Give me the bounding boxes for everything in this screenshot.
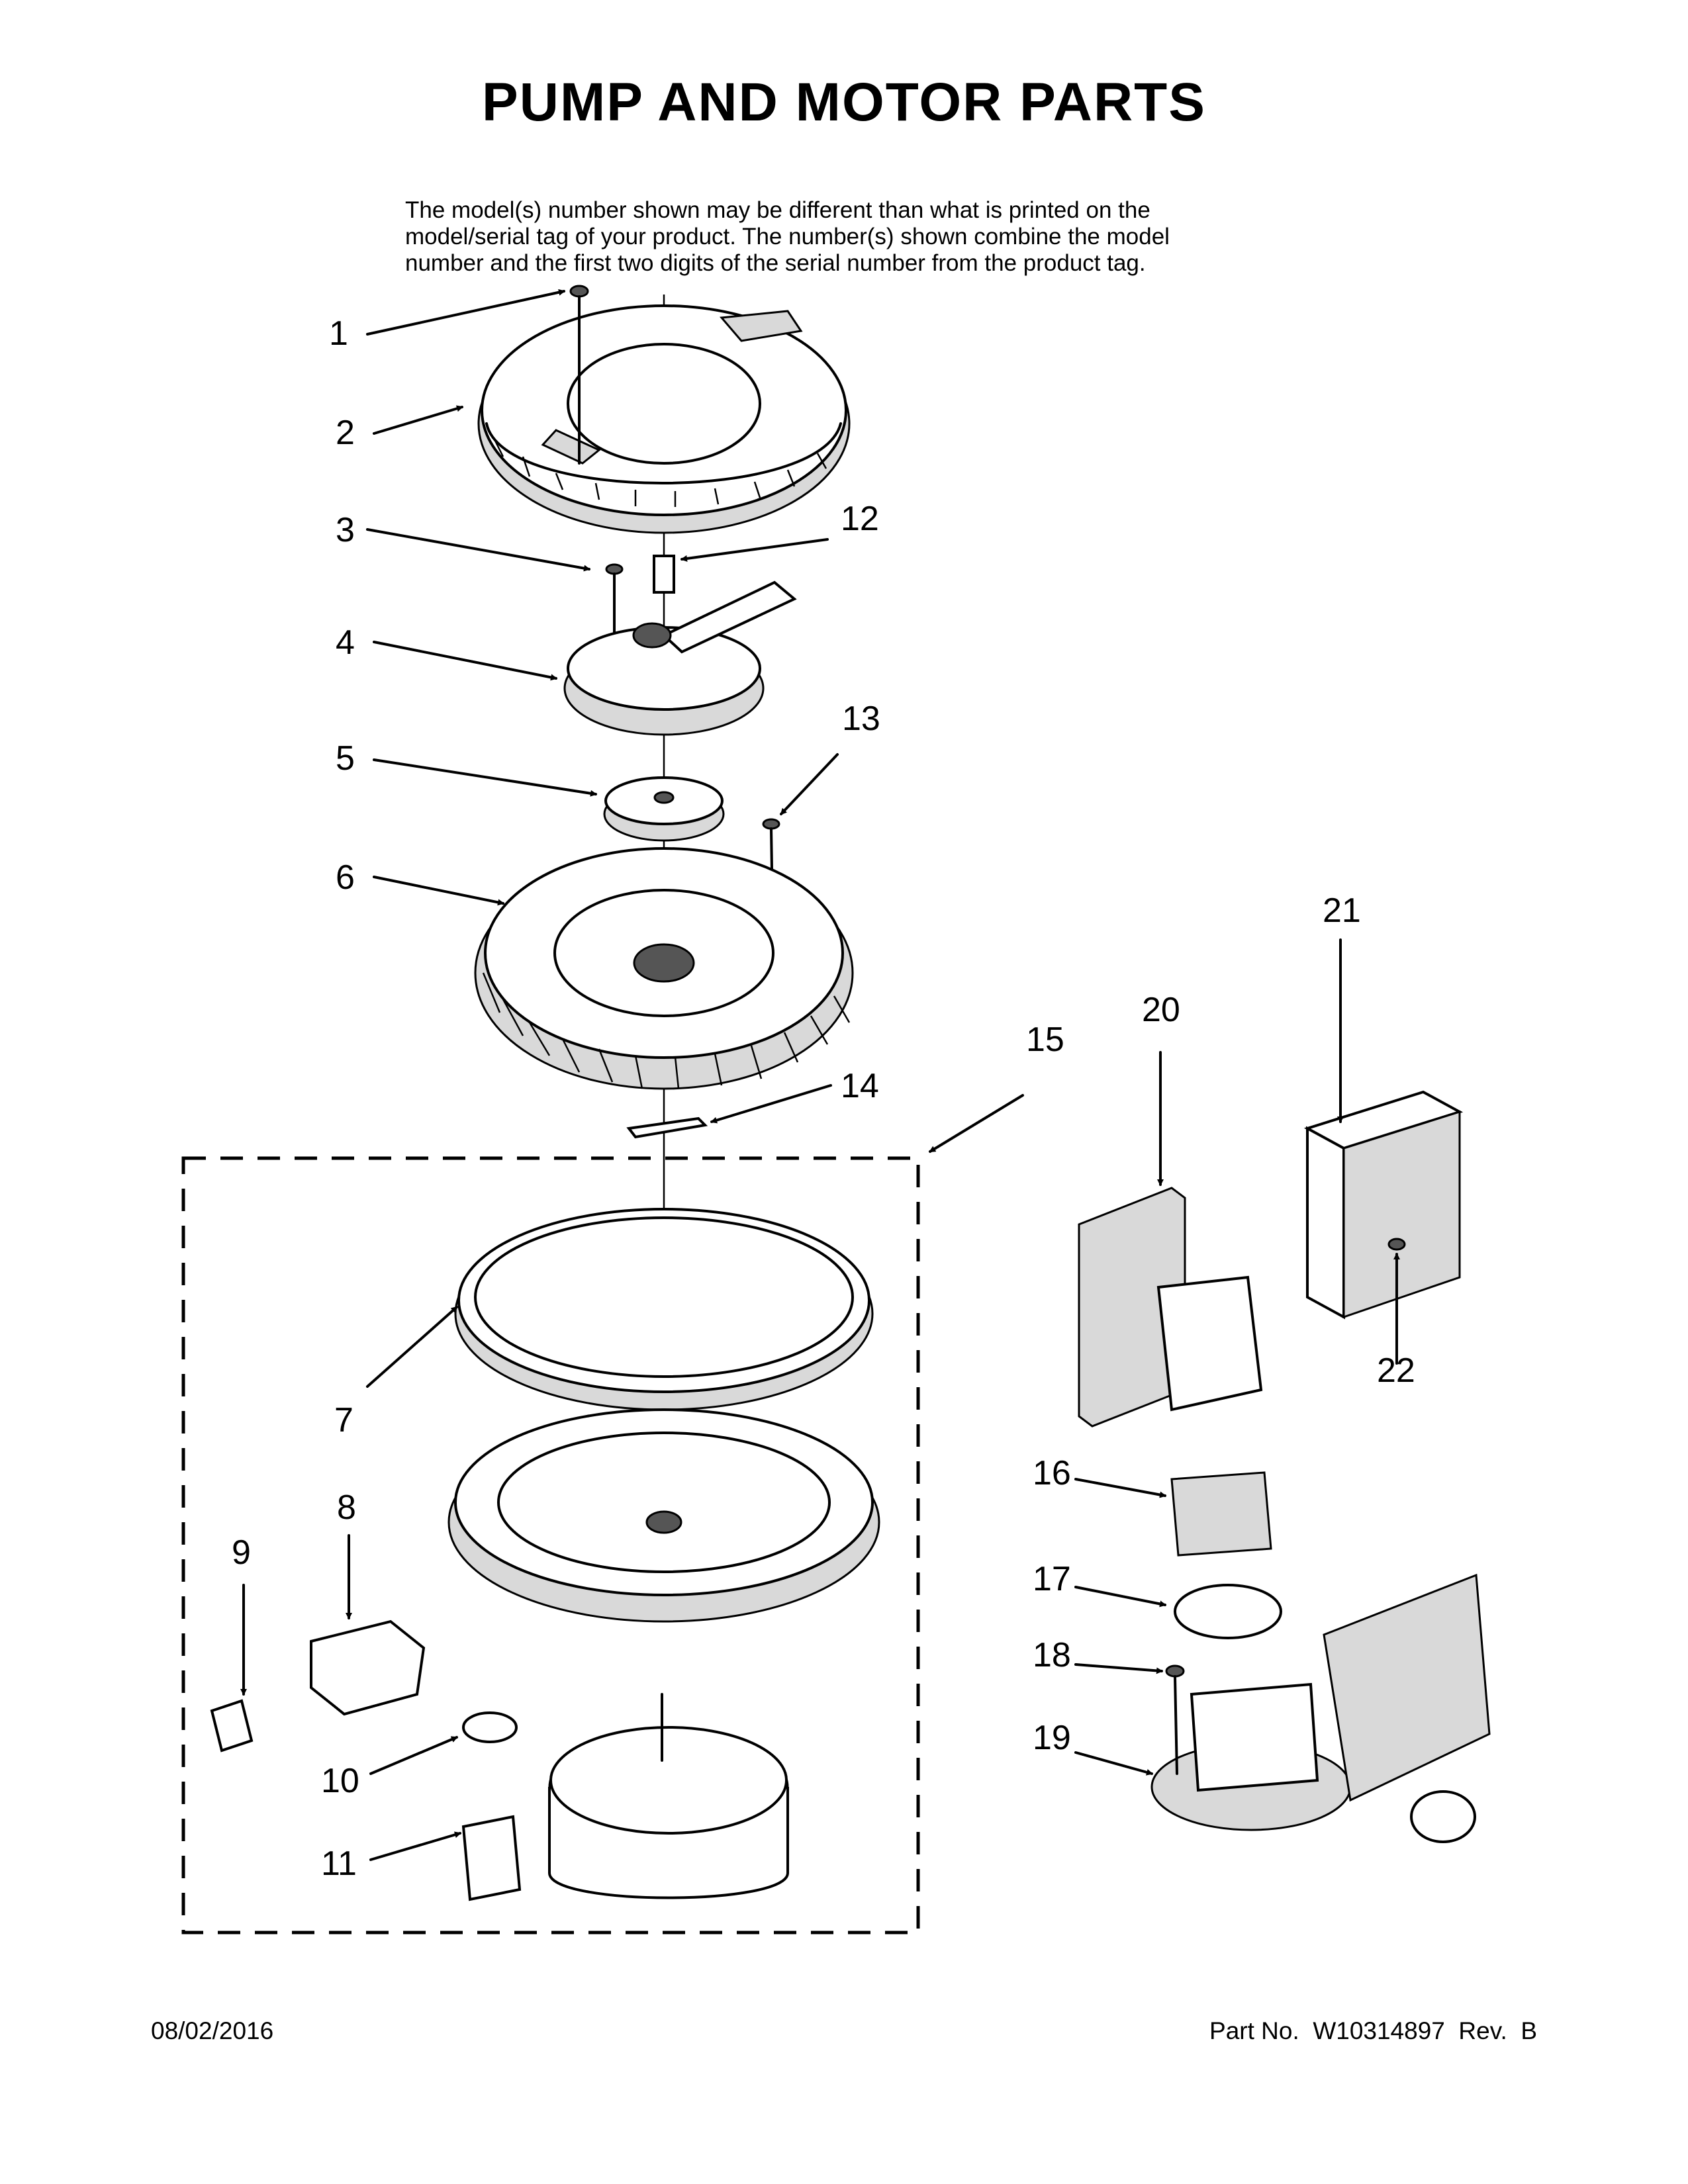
leader-arrows: [240, 289, 1400, 1861]
leader-17: [1074, 1586, 1166, 1608]
callout-6: 6: [336, 858, 355, 897]
part-8-bracket: [310, 1619, 426, 1716]
leader-4: [373, 641, 557, 681]
leader-13: [780, 753, 839, 815]
callout-20: 20: [1142, 991, 1180, 1029]
part-12-bushing: [653, 555, 675, 594]
part-20-bracket: [1078, 1187, 1263, 1428]
leader-10: [369, 1736, 458, 1775]
part-19-drain-pump: [1150, 1573, 1491, 1843]
part-10-o-ring: [462, 1711, 518, 1743]
part-21-junction-box: [1303, 1090, 1464, 1320]
callout-13: 13: [842, 700, 880, 738]
callout-12: 12: [841, 500, 879, 538]
leader-5: [373, 758, 597, 797]
callout-22: 22: [1377, 1351, 1415, 1390]
part-7-ring-seal: [454, 1208, 874, 1411]
part-4-pump-cover: [563, 580, 797, 736]
note-line-1: The model(s) number shown may be differe…: [405, 197, 1150, 223]
callout-1: 1: [329, 314, 348, 353]
callout-11: 11: [321, 1844, 357, 1883]
part-16-cap: [1170, 1471, 1272, 1557]
leader-7: [366, 1306, 458, 1388]
note-line-3: number and the first two digits of the s…: [405, 250, 1146, 276]
leader-12: [680, 538, 829, 562]
part-5-impeller: [603, 776, 725, 842]
leader-3: [366, 528, 590, 572]
callout-4: 4: [336, 623, 355, 662]
leader-1: [366, 289, 565, 336]
callout-9: 9: [232, 1533, 251, 1572]
leader-6: [373, 876, 504, 906]
part-1-screw: [569, 285, 589, 465]
leader-14: [710, 1084, 832, 1124]
note-line-2: model/serial tag of your product. The nu…: [405, 224, 1170, 250]
part-18-screw: [1165, 1664, 1185, 1775]
callout-16: 16: [1033, 1454, 1071, 1492]
leader-2: [373, 405, 463, 435]
part-2-filter-housing: [477, 304, 851, 534]
page-title: PUMP AND MOTOR PARTS: [482, 72, 1206, 132]
part-6-pump-housing: [474, 847, 854, 1090]
callout-8: 8: [337, 1488, 356, 1527]
part-14-seal: [626, 1116, 708, 1139]
callout-14: 14: [841, 1067, 879, 1105]
leader-16: [1074, 1478, 1166, 1498]
part-15-assembly-box: [181, 1156, 920, 1934]
leader-11: [369, 1831, 461, 1861]
leader-18: [1074, 1663, 1163, 1674]
callout-10: 10: [321, 1762, 359, 1800]
callout-21: 21: [1323, 891, 1361, 930]
part-11-sensor: [461, 1815, 522, 1901]
part-17-o-ring: [1174, 1584, 1282, 1639]
footer-date: 08/02/2016: [151, 2017, 274, 2044]
callout-7: 7: [334, 1401, 353, 1439]
model-number-note: The model(s) number shown may be differe…: [405, 197, 1332, 277]
callout-2: 2: [336, 414, 355, 452]
sump-base: [447, 1408, 880, 1623]
callout-15: 15: [1026, 1021, 1064, 1059]
leader-15: [929, 1094, 1024, 1153]
callout-19: 19: [1033, 1719, 1071, 1757]
callout-18: 18: [1033, 1636, 1071, 1674]
motor: [548, 1693, 789, 1899]
callout-3: 3: [336, 511, 355, 549]
part-9-clip: [210, 1699, 254, 1752]
callout-17: 17: [1033, 1560, 1071, 1598]
part-22-screw: [1387, 1238, 1406, 1251]
footer-part-number: Part No. W10314897 Rev. B: [1209, 2017, 1537, 2044]
leader-19: [1074, 1751, 1153, 1776]
callout-5: 5: [336, 739, 355, 778]
